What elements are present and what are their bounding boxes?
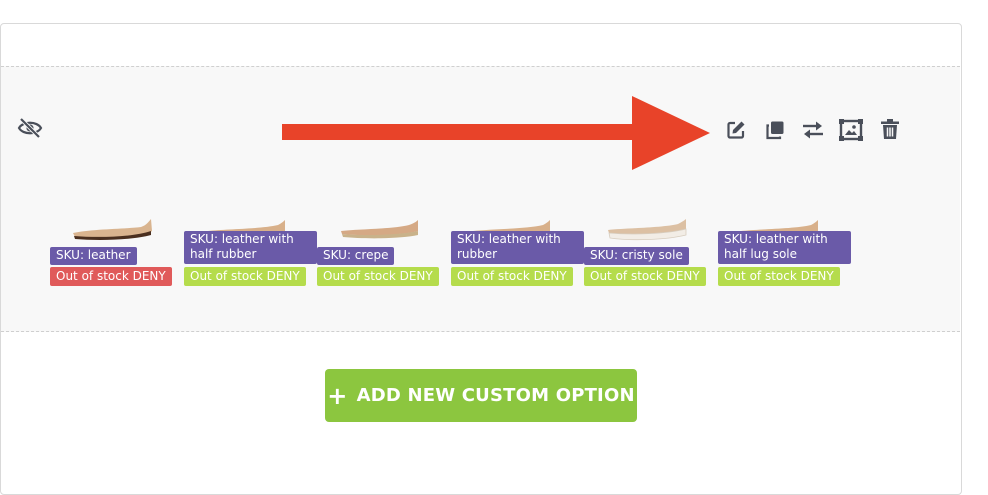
image-icon[interactable] — [839, 119, 863, 141]
stock-status-badge: Out of stock DENY — [184, 267, 306, 286]
sole-thumbnail — [341, 220, 418, 239]
swap-icon[interactable] — [802, 120, 824, 140]
trash-icon[interactable] — [881, 119, 899, 140]
custom-option-row: SKU: leather Out of stock DENY SKU: leat… — [1, 66, 960, 332]
eye-off-icon[interactable] — [17, 117, 43, 139]
add-button-label: ADD NEW CUSTOM OPTION — [356, 385, 635, 406]
add-new-custom-option-button[interactable]: + ADD NEW CUSTOM OPTION — [325, 369, 637, 422]
sku-badge: SKU: leather with half lug sole — [718, 231, 851, 264]
stock-status-badge: Out of stock DENY — [584, 267, 706, 286]
stock-status-badge: Out of stock DENY — [451, 267, 573, 286]
sku-badge: SKU: cristy sole — [584, 247, 689, 265]
stock-status-badge: Out of stock DENY — [317, 267, 439, 286]
duplicate-icon[interactable] — [765, 120, 785, 140]
sku-badge: SKU: leather with half rubber — [184, 231, 317, 264]
sole-thumbnail — [73, 219, 152, 240]
sku-badge: SKU: leather — [50, 247, 137, 265]
sku-badge: SKU: leather with rubber — [451, 231, 584, 264]
stock-status-badge: Out of stock DENY — [50, 267, 172, 286]
annotation-arrow — [282, 96, 710, 170]
edit-icon[interactable] — [726, 120, 746, 140]
plus-icon: + — [327, 381, 348, 410]
stock-status-badge: Out of stock DENY — [718, 267, 840, 286]
sole-thumbnail — [608, 219, 687, 241]
sku-badge: SKU: crepe — [317, 247, 395, 265]
